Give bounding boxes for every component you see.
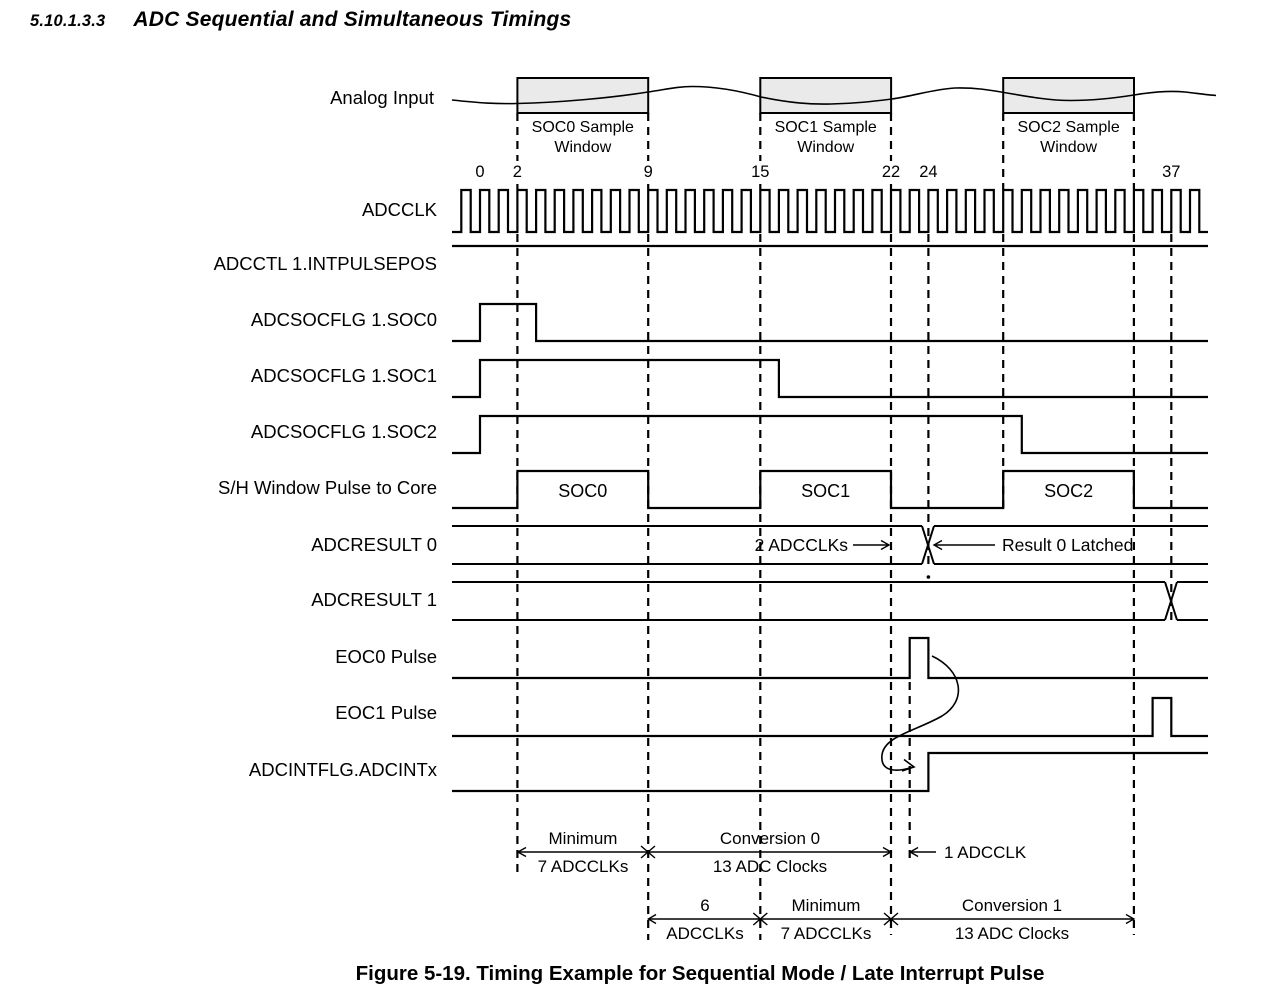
clock-tick-24: 24: [919, 163, 937, 181]
two-adcclks-label: 2 ADCCLKs: [755, 535, 849, 555]
measure-row2-right-arrowhead-icon: [1125, 913, 1136, 925]
conversion1-label-line2: 13 ADC Clocks: [955, 924, 1069, 943]
soc2-window-label-line1: SOC2 Sample: [1017, 119, 1119, 136]
measure-row1: Minimum 7 ADCCLKs Conversion 0 13 ADC Cl…: [516, 829, 1027, 876]
clock-tick-0: 0: [475, 163, 484, 181]
signal-label-sh-window: S/H Window Pulse to Core: [218, 477, 437, 498]
eoc0-pulse-waveform: [452, 636, 1208, 680]
one-adcclk-label: 1 ADCCLK: [944, 843, 1027, 862]
sh-pulse-label-soc0: SOC0: [558, 481, 607, 501]
measure-row1-x-junction-clk9: [640, 845, 656, 859]
min7-row1-label-line2: 7 ADCCLKs: [538, 857, 629, 876]
signal-label-soc1: ADCSOCFLG 1.SOC1: [251, 365, 437, 386]
result0-latched-arrow: [932, 539, 995, 551]
section-heading: 5.10.1.3.3 ADC Sequential and Simultaneo…: [30, 8, 571, 32]
soc0-window-label-line2: Window: [554, 139, 611, 156]
signal-label-eoc1: EOC1 Pulse: [335, 702, 437, 723]
signal-label-eoc0: EOC0 Pulse: [335, 646, 437, 667]
signal-label-adcresult0: ADCRESULT 0: [311, 534, 437, 555]
measure-row2-left-arrowhead-icon: [647, 913, 657, 925]
measure-row2: 6 ADCCLKs Minimum 7 ADCCLKs Conversion 1…: [647, 896, 1136, 943]
adcsocflg-soc2-waveform: [452, 414, 1208, 455]
two-adcclks-arrowhead-icon: [880, 539, 891, 551]
soc1-window-label-line1: SOC1 Sample: [775, 119, 877, 136]
sh-pulse-label-soc1: SOC1: [801, 481, 850, 501]
signal-label-intpulsepos: ADCCTL 1.INTPULSEPOS: [214, 253, 437, 274]
clock-tick-22: 22: [882, 163, 900, 181]
conversion0-label-line1: Conversion 0: [720, 829, 820, 848]
dashed-guide-lines: [516, 113, 1173, 940]
analog-input-wave: [451, 85, 1217, 105]
eoc0-to-intflg-arrowhead-icon: [901, 758, 916, 772]
section-number: 5.10.1.3.3: [30, 12, 106, 30]
adcresult1-bus: [452, 581, 1208, 621]
adcsocflg-soc0-waveform: [452, 302, 1208, 343]
min7-row1-label-line1: Minimum: [549, 829, 618, 848]
adcresult0-bus-lines: [452, 525, 1208, 565]
sh-window-waveform: [452, 469, 1208, 510]
figure-caption: Figure 5-19. Timing Example for Sequenti…: [355, 962, 1045, 985]
adcclk-waveform: [452, 188, 1208, 234]
eoc1-pulse-waveform: [452, 696, 1208, 738]
clock-tick-2: 2: [513, 163, 522, 181]
eoc0-to-intflg-arrow-curve: [881, 655, 960, 771]
signal-label-soc0: ADCSOCFLG 1.SOC0: [251, 309, 437, 330]
measure-row1-right-arrowhead-icon: [882, 846, 893, 858]
six-adcclks-label-line2: ADCCLKs: [666, 924, 743, 943]
sh-pulse-label-soc2: SOC2: [1044, 481, 1093, 501]
adcintflg-waveform: [452, 751, 1208, 793]
measure-row2-x-junction-clk22: [883, 912, 899, 926]
eoc0-to-intflg-arrow: [881, 655, 960, 772]
adcresult1-bus-lines: [452, 581, 1208, 621]
soc2-window-label-line2: Window: [1040, 139, 1097, 156]
clock-tick-9: 9: [644, 163, 653, 181]
signal-labels: Analog Input ADCCLK ADCCTL 1.INTPULSEPOS…: [214, 87, 438, 780]
dashed-line-clk24-dot: [926, 575, 931, 579]
two-adcclks-arrow: [853, 539, 891, 551]
measure-row1-left-arrowhead-icon: [516, 846, 527, 858]
adcresult0-bus: [452, 525, 1208, 565]
signal-label-adcclk: ADCCLK: [362, 199, 438, 220]
signal-label-soc2: ADCSOCFLG 1.SOC2: [251, 421, 437, 442]
signal-label-adcresult1: ADCRESULT 1: [311, 589, 437, 610]
clock-tick-37: 37: [1162, 163, 1180, 181]
signal-label-analog-input: Analog Input: [330, 87, 434, 108]
min7-row2-label-line1: Minimum: [792, 896, 861, 915]
result0-latched-label: Result 0 Latched: [1002, 535, 1133, 555]
soc1-sample-window-box: [759, 77, 893, 114]
clock-tick-15: 15: [751, 163, 769, 181]
section-title: ADC Sequential and Simultaneous Timings: [133, 8, 572, 31]
min7-row2-label-line2: 7 ADCCLKs: [781, 924, 872, 943]
signal-label-adcintflg: ADCINTFLG.ADCINTx: [249, 759, 438, 780]
adcsocflg-soc1-waveform: [452, 358, 1208, 399]
soc1-window-label-line2: Window: [797, 139, 854, 156]
measure-row2-x-junction-clk15: [752, 912, 768, 926]
conversion0-label-line2: 13 ADC Clocks: [713, 857, 827, 876]
conversion1-label-line1: Conversion 1: [962, 896, 1062, 915]
six-adcclks-label-line1: 6: [700, 896, 709, 915]
soc0-window-label-line1: SOC0 Sample: [532, 119, 634, 136]
